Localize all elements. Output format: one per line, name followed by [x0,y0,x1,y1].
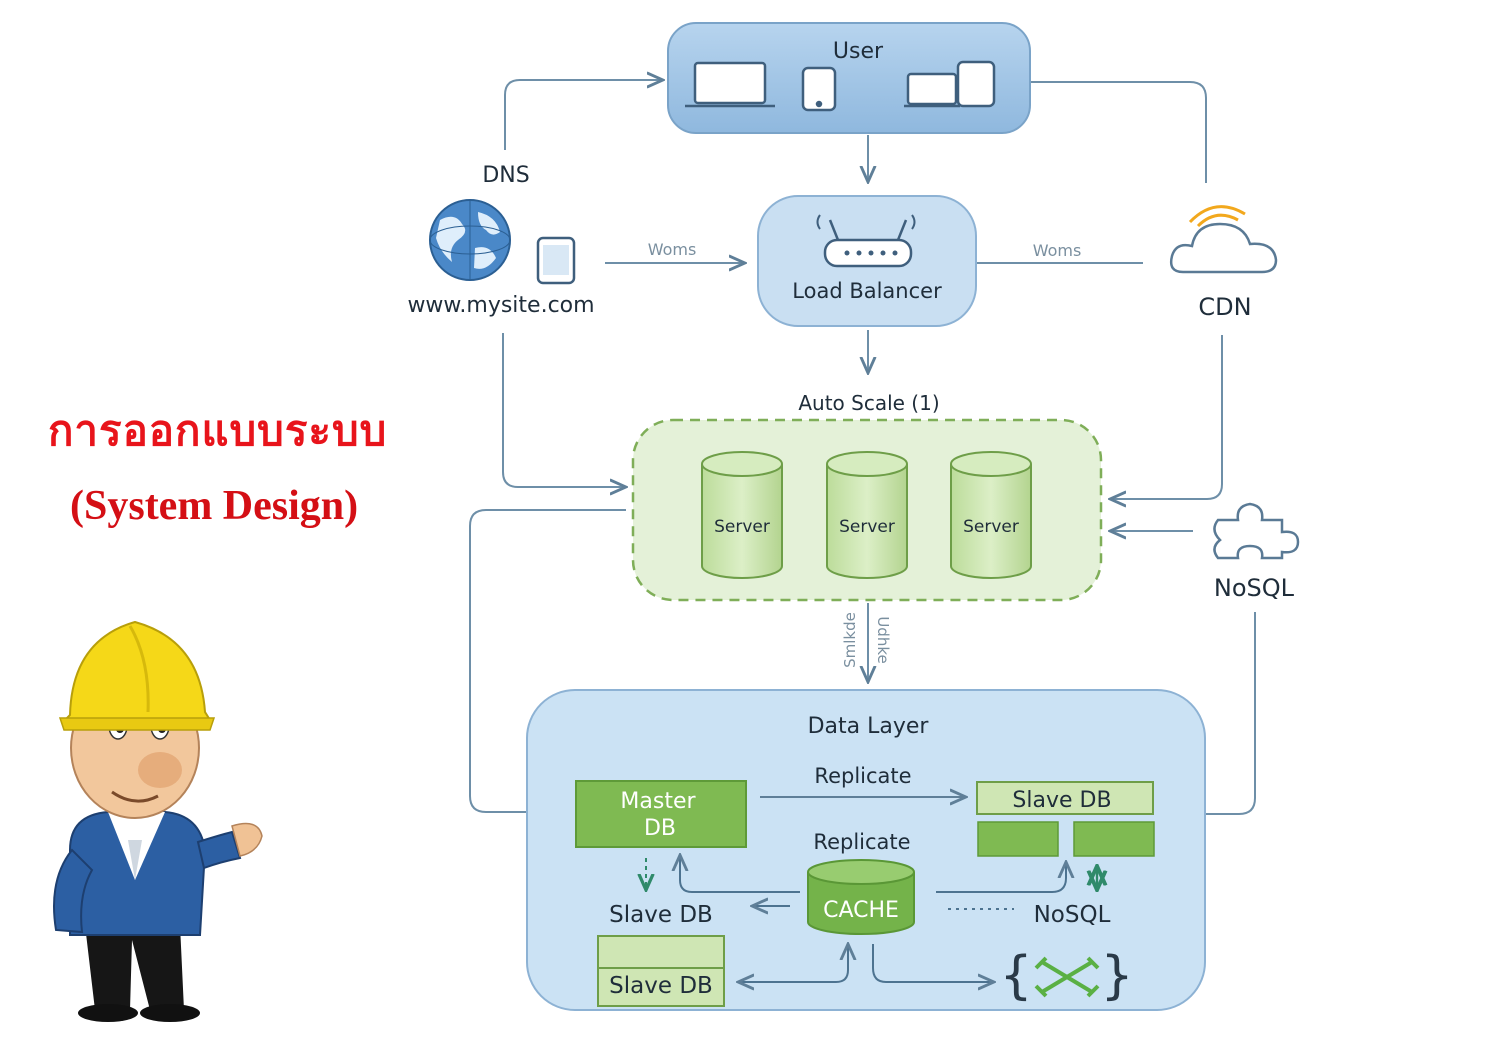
site-to-servers-arrow [502,333,626,487]
svg-text:{: { [999,946,1032,1006]
replicate-top-label: Replicate [814,764,911,788]
data-layer-group [526,689,1206,1011]
master-db: Master DB [575,780,747,848]
right-loop-line [1205,612,1256,815]
user-to-cdn-line [1030,81,1207,183]
left-link-label: Woms [648,240,697,259]
worker-mascot [53,620,263,1022]
slave-db-left-label: Slave DB [609,902,713,928]
cdn-label: CDN [1198,293,1251,321]
mobile-icon [536,236,576,285]
load-balancer-label: Load Balancer [792,279,942,303]
router-icon [816,214,916,268]
load-balancer-node: Load Balancer [757,195,977,327]
left-loop-line [469,509,626,813]
vertical-label-b: Udhke [874,616,892,663]
connectors [469,80,1256,815]
nosql-side-label: NoSQL [1214,574,1295,602]
slave-db-bottom-label: Slave DB [609,973,713,999]
server-2: Server [826,451,908,579]
phone-icon [801,66,837,112]
replicate-mid-label: Replicate [813,830,910,854]
globe-icon [429,199,511,281]
master-db-label-2: DB [644,816,676,841]
puzzle-icon [1213,502,1300,560]
svg-text:}: } [1100,946,1133,1006]
page-title-thai: การออกแบบระบบ [48,406,388,455]
cache-label: CACHE [823,898,899,923]
right-link-label: Woms [1033,241,1082,260]
server-1-label: Server [714,517,770,537]
slave-db-right-label: Slave DB [1012,788,1111,813]
cache-node: CACHE [807,859,915,935]
data-layer-label: Data Layer [808,714,930,739]
user-label: User [833,39,884,64]
desktop-icon [904,72,960,108]
server-3: Server [950,451,1032,579]
braces-icon: { } [999,946,1133,1006]
server-2-label: Server [839,517,895,537]
laptop-icon [685,61,775,108]
slave-db-bottom: Slave DB [597,935,725,1007]
tablet-icon [956,60,996,108]
nosql-data-label: NoSQL [1034,902,1111,928]
cdn-to-servers-arrow [1110,335,1223,499]
master-db-label-1: Master [620,789,696,814]
slave-db-right: Slave DB [976,781,1155,857]
cloud-icon [1169,205,1278,274]
auto-scale-label: Auto Scale (1) [798,391,939,415]
vertical-label-a: Smlkde [841,612,859,668]
page-title-english: (System Design) [70,483,359,529]
data-layer-arrows [680,855,1066,982]
user-node: User [667,22,1031,134]
server-3-label: Server [963,517,1019,537]
website-label: www.mysite.com [407,293,594,318]
dns-to-user-arrow [504,80,663,150]
server-1: Server [701,451,783,579]
dns-label: DNS [482,163,529,188]
